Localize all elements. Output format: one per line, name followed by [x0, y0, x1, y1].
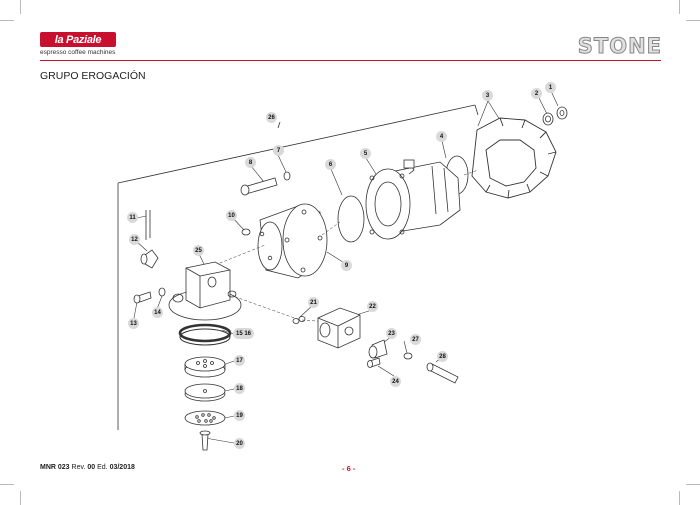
screw-24	[367, 357, 381, 368]
callout-4: 4	[436, 131, 447, 142]
callout-10: 10	[226, 210, 237, 221]
callout-9: 9	[341, 260, 352, 271]
crop-mark	[686, 484, 700, 485]
fitting-23	[368, 339, 388, 359]
document-reference: MNR 023 Rev. 00 Ed. 03/2018	[40, 464, 135, 471]
crop-mark	[20, 0, 21, 14]
brand-tagline: espresso coffee machines	[40, 49, 116, 56]
callout-6: 6	[325, 159, 336, 170]
callout-7: 7	[273, 145, 284, 156]
callout-18: 18	[234, 383, 245, 394]
ed-label: Ed.	[97, 464, 108, 471]
spring-clip	[403, 352, 413, 360]
crop-mark	[20, 491, 21, 505]
o-ring-21a	[292, 318, 300, 324]
o-ring-10	[241, 228, 251, 236]
callout-22: 22	[367, 301, 378, 312]
solenoid-block	[317, 307, 361, 349]
valve-block	[168, 261, 242, 321]
callout-3: 3	[482, 90, 493, 101]
brand-logo: la Paziale	[40, 32, 116, 47]
callout-21: 21	[308, 297, 319, 308]
shower-holder	[184, 356, 226, 378]
washer-14	[158, 287, 166, 297]
elbow-fitting	[140, 249, 159, 269]
brand-logo-text: la Paziale	[54, 33, 102, 46]
callout-1: 1	[545, 82, 556, 93]
leader-lines	[131, 90, 559, 444]
callout-19: 19	[234, 410, 245, 421]
callout-28: 28	[437, 351, 448, 362]
nut	[556, 106, 568, 120]
callout-20: 20	[234, 438, 245, 449]
flange-block	[257, 203, 328, 279]
screw-20	[199, 430, 211, 451]
diffuser-disc	[184, 383, 226, 402]
gasket-15-16	[178, 323, 232, 343]
model-name: STONE	[577, 34, 662, 59]
page-title: GRUPO EROGACIÓN	[40, 70, 146, 82]
crop-mark	[679, 491, 680, 505]
callout-11: 11	[127, 212, 138, 223]
shower-screen	[184, 410, 226, 426]
rev-label: Rev.	[71, 464, 86, 471]
assembly-frame	[117, 104, 479, 430]
callout-5: 5	[360, 148, 371, 159]
ed-date: 03/2018	[109, 464, 135, 471]
callout-26: 26	[266, 112, 277, 123]
page-number: - 6 -	[342, 464, 356, 473]
crop-mark	[0, 484, 14, 485]
gear-ring	[471, 117, 557, 199]
callout-12: 12	[129, 234, 140, 245]
crop-mark	[686, 20, 700, 21]
callout-13: 13	[128, 318, 139, 329]
screw-13	[133, 291, 152, 304]
callout-25: 25	[193, 245, 204, 256]
rev-number: 00	[87, 464, 96, 471]
crop-mark	[679, 0, 680, 14]
screw-8	[240, 177, 278, 196]
doc-code: MNR 023	[40, 464, 70, 471]
tube-28	[426, 362, 459, 384]
group-body	[365, 159, 461, 240]
callout-23: 23	[386, 328, 397, 339]
o-ring-21b	[298, 316, 306, 322]
callout-14: 14	[152, 307, 163, 318]
callout-24: 24	[390, 376, 401, 387]
washer	[542, 112, 554, 126]
header-divider	[40, 60, 661, 61]
callout-17: 17	[234, 355, 245, 366]
callout-8: 8	[245, 157, 256, 168]
pipe-11	[145, 210, 151, 240]
callout-2: 2	[531, 88, 542, 99]
callout-27: 27	[410, 334, 421, 345]
crop-mark	[0, 20, 14, 21]
o-ring-large	[337, 195, 365, 243]
washer-7	[283, 171, 291, 181]
callout-15-16: 15 16	[233, 328, 255, 339]
